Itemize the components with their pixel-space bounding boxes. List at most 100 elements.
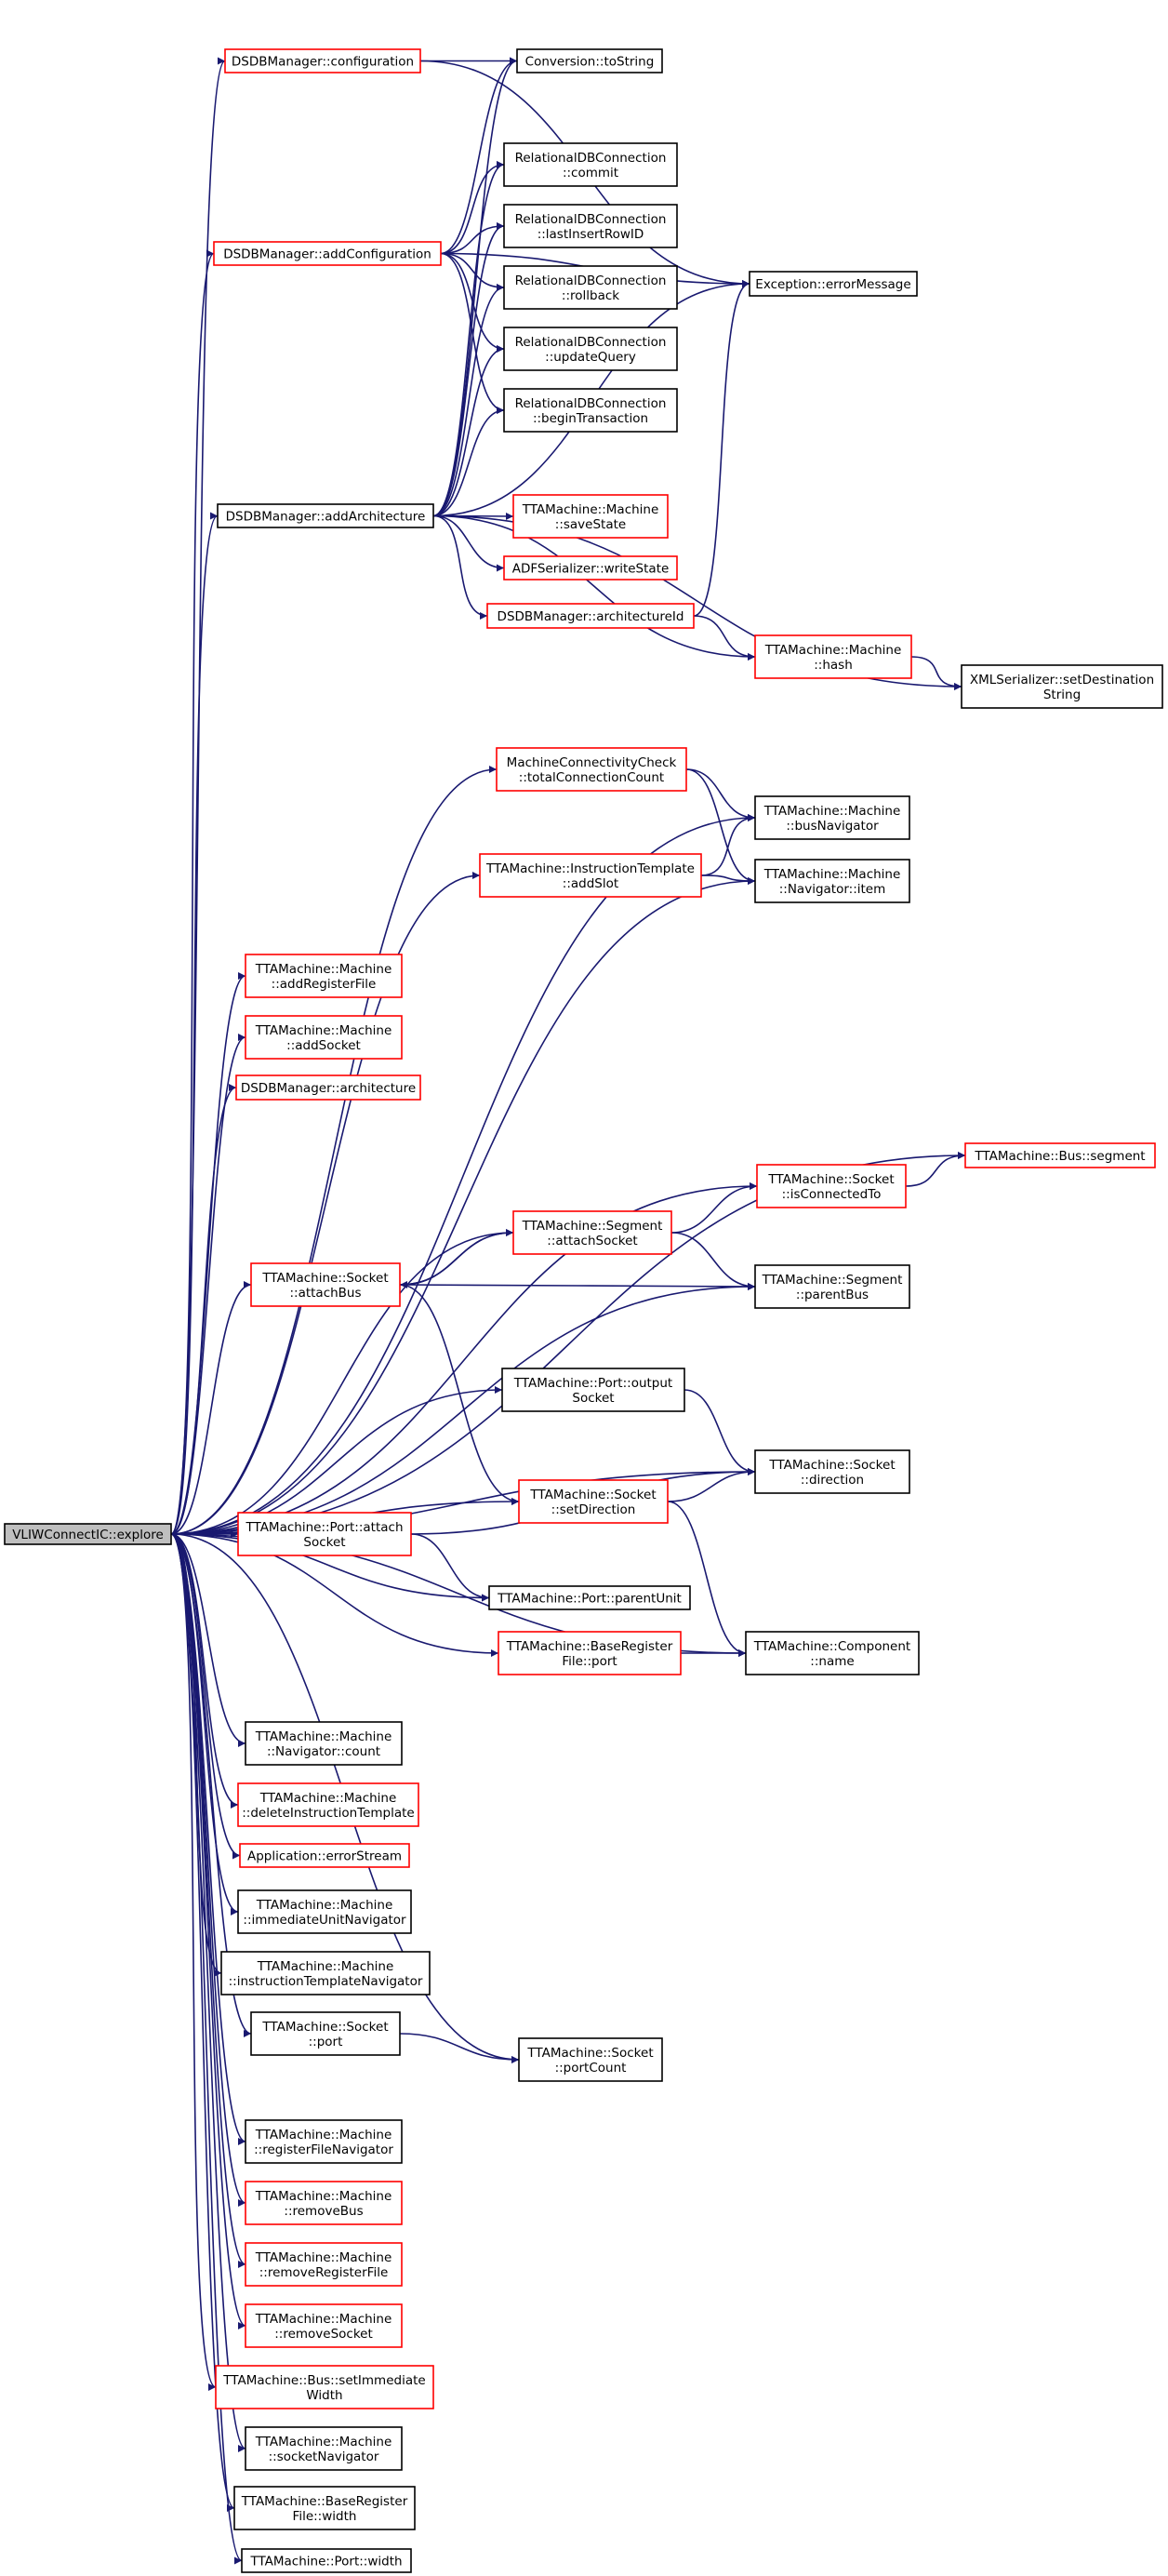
node-sockport[interactable]: TTAMachine::Socket::port — [250, 2011, 401, 2056]
node-parentunit[interactable]: TTAMachine::Port::parentUnit — [488, 1585, 691, 1610]
node-addslot[interactable]: TTAMachine::InstructionTemplate::addSlot — [479, 853, 702, 898]
node-label: TTAMachine::Component — [753, 1639, 910, 1654]
node-box — [503, 204, 678, 248]
edge-addcfg-to-rollback — [440, 252, 505, 291]
node-label: ::saveState — [555, 517, 626, 532]
node-box — [237, 1782, 419, 1827]
node-box — [512, 1210, 672, 1255]
node-label: TTAMachine::Machine — [257, 1959, 394, 1974]
node-rmbus[interactable]: TTAMachine::Machine::removeBus — [245, 2181, 403, 2225]
node-box — [245, 2242, 403, 2287]
node-errstream[interactable]: Application::errorStream — [239, 1843, 410, 1868]
node-label: TTAMachine::Machine — [763, 867, 901, 882]
edge-root-to-navcount — [170, 1533, 246, 1747]
node-conv[interactable]: Conversion::toString — [516, 48, 663, 73]
edge-root-to-rfnav — [170, 1533, 246, 2145]
edge-root-to-addrf — [170, 972, 246, 1535]
node-label: ::updateQuery — [545, 350, 636, 365]
node-label: TTAMachine::Machine — [255, 1729, 392, 1744]
node-hash[interactable]: TTAMachine::Machine::hash — [754, 634, 912, 679]
node-box — [756, 1164, 907, 1208]
node-parentbus[interactable]: TTAMachine::Segment::parentBus — [754, 1264, 910, 1309]
node-label: TTAMachine::Port::parentUnit — [497, 1592, 682, 1607]
node-box — [503, 555, 678, 581]
node-cfg[interactable]: DSDBManager::configuration — [224, 48, 421, 73]
node-box — [237, 1889, 412, 1934]
node-label: ::immediateUnitNavigator — [243, 1913, 406, 1928]
node-setdir[interactable]: TTAMachine::Socket::setDirection — [518, 1479, 669, 1524]
node-box — [518, 1479, 669, 1524]
node-box — [503, 327, 678, 371]
edge-root-to-busnav — [170, 814, 756, 1535]
node-label: Socket — [572, 1391, 614, 1406]
node-label: ::hash — [814, 658, 853, 673]
node-label: ::addRegisterFile — [272, 977, 377, 992]
node-label: String — [1043, 687, 1081, 702]
node-label: TTAMachine::Socket — [526, 2046, 653, 2061]
node-adfws[interactable]: ADFSerializer::writeState — [503, 555, 678, 581]
edge-root-to-delit — [170, 1533, 239, 1809]
node-portcount[interactable]: TTAMachine::Socket::portCount — [518, 2037, 663, 2082]
edge-addarch-to-commit — [432, 161, 505, 517]
node-portwidth[interactable]: TTAMachine::Port::width — [241, 2548, 412, 2573]
node-delit[interactable]: TTAMachine::Machine::deleteInstructionTe… — [237, 1782, 419, 1827]
edge-root-to-brfport — [170, 1533, 499, 1657]
node-root[interactable]: VLIWConnectIC::explore — [4, 1523, 172, 1545]
node-addarch[interactable]: DSDBManager::addArchitecture — [217, 503, 434, 528]
node-navitem[interactable]: TTAMachine::Machine::Navigator::item — [754, 859, 910, 903]
node-navcount[interactable]: TTAMachine::Machine::Navigator::count — [245, 1721, 403, 1766]
node-label: Socket — [303, 1535, 345, 1550]
node-box — [496, 747, 687, 792]
node-segattach[interactable]: TTAMachine::Segment::attachSocket — [512, 1210, 672, 1255]
node-box — [745, 1631, 920, 1675]
node-label: ::name — [810, 1654, 854, 1669]
node-archid[interactable]: DSDBManager::architectureId — [486, 603, 695, 629]
node-commit[interactable]: RelationalDBConnection::commit — [503, 142, 678, 187]
node-sockattachbus[interactable]: TTAMachine::Socket::attachBus — [250, 1262, 401, 1307]
edge-root-to-rmrf — [170, 1533, 246, 2268]
node-lastins[interactable]: RelationalDBConnection::lastInsertRowID — [503, 204, 678, 248]
node-itnav[interactable]: TTAMachine::Machine::instructionTemplate… — [220, 1951, 431, 1995]
node-sockdir[interactable]: TTAMachine::Socket::direction — [754, 1449, 910, 1494]
node-begintx[interactable]: RelationalDBConnection::beginTransaction — [503, 388, 678, 433]
node-label: RelationalDBConnection — [515, 396, 667, 411]
node-label: TTAMachine::Socket — [261, 1271, 388, 1286]
node-rfnav[interactable]: TTAMachine::Machine::registerFileNavigat… — [245, 2119, 403, 2164]
node-addsock[interactable]: TTAMachine::Machine::addSocket — [245, 1015, 403, 1060]
node-box — [233, 2486, 416, 2530]
node-rollback[interactable]: RelationalDBConnection::rollback — [503, 265, 678, 310]
node-box — [235, 1074, 421, 1101]
node-rmsock[interactable]: TTAMachine::Machine::removeSocket — [245, 2303, 403, 2348]
node-label: Application::errorStream — [247, 1849, 402, 1864]
edge-root-to-mcc — [170, 766, 498, 1535]
node-box — [245, 2119, 403, 2164]
edge-sockattachbus-to-segattach — [399, 1229, 514, 1286]
node-updq[interactable]: RelationalDBConnection::updateQuery — [503, 327, 678, 371]
node-errmsg[interactable]: Exception::errorMessage — [749, 271, 918, 297]
node-box — [245, 1015, 403, 1060]
node-portattach[interactable]: TTAMachine::Port::attachSocket — [237, 1512, 412, 1556]
node-savestate[interactable]: TTAMachine::Machine::saveState — [512, 494, 669, 539]
node-addrf[interactable]: TTAMachine::Machine::addRegisterFile — [245, 954, 403, 998]
node-box — [250, 1262, 401, 1307]
node-compname[interactable]: TTAMachine::Component::name — [745, 1631, 920, 1675]
edge-hash-to-xmlser — [910, 656, 962, 690]
edge-root-to-parentunit — [170, 1533, 490, 1602]
node-socknav[interactable]: TTAMachine::Machine::socketNavigator — [245, 2426, 403, 2471]
node-dsdbarch[interactable]: DSDBManager::architecture — [235, 1074, 421, 1101]
node-isconn[interactable]: TTAMachine::Socket::isConnectedTo — [756, 1164, 907, 1208]
node-mcc[interactable]: MachineConnectivityCheck::totalConnectio… — [496, 747, 687, 792]
node-label: DSDBManager::architecture — [241, 1081, 416, 1096]
node-busseg[interactable]: TTAMachine::Bus::segment — [964, 1142, 1156, 1168]
node-box — [486, 603, 695, 629]
node-rmrf[interactable]: TTAMachine::Machine::removeRegisterFile — [245, 2242, 403, 2287]
node-busnav[interactable]: TTAMachine::Machine::busNavigator — [754, 795, 910, 840]
node-box — [512, 494, 669, 539]
node-addcfg[interactable]: DSDBManager::addConfiguration — [213, 241, 442, 266]
node-immnav[interactable]: TTAMachine::Machine::immediateUnitNaviga… — [237, 1889, 412, 1934]
